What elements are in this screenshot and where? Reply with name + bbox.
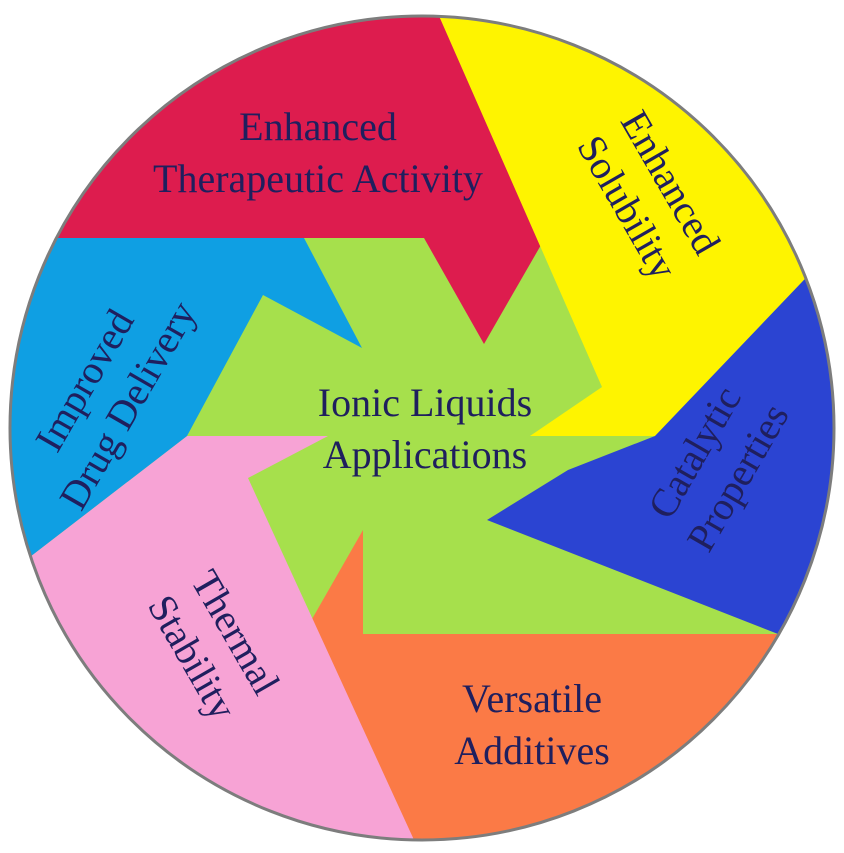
label-therapeutic-line1: Enhanced [239, 104, 397, 149]
center-title-line1: Ionic Liquids [318, 380, 532, 425]
label-therapeutic-line2: Therapeutic Activity [153, 156, 483, 201]
center-title-line2: Applications [323, 432, 527, 477]
wheel-outline [8, 14, 836, 842]
segment-improved-drug-delivery [10, 238, 362, 580]
label-additives-line1: Versatile [462, 676, 602, 721]
solubility-seam [530, 397, 655, 436]
label-additives-line2: Additives [454, 728, 610, 773]
